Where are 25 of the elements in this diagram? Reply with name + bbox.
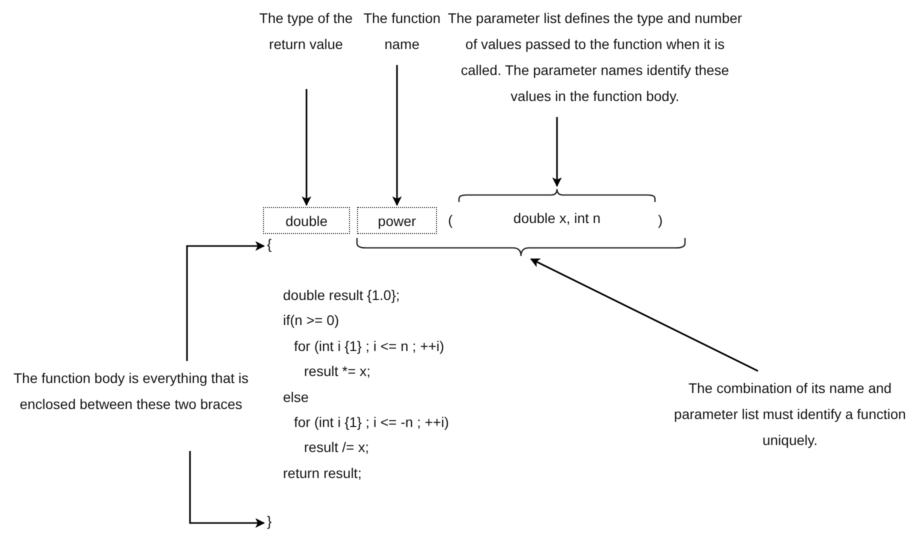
code-text: } bbox=[267, 513, 281, 533]
code-text: double x, int n bbox=[512, 210, 602, 226]
arrow bbox=[302, 89, 312, 206]
code-line: result /= x; bbox=[304, 438, 369, 457]
code-line: double result {1.0}; bbox=[283, 286, 400, 305]
curly-brace bbox=[356, 238, 686, 256]
code-line: return result; bbox=[283, 464, 362, 483]
code-line: for (int i {1} ; i <= n ; ++i) bbox=[294, 337, 444, 356]
arrow bbox=[189, 451, 265, 528]
arrow bbox=[186, 241, 265, 361]
arrow bbox=[530, 258, 758, 372]
annotation-text: The combination of its name and parameter list must identify a function uniquely. bbox=[672, 375, 908, 457]
parenthesis: ) bbox=[658, 211, 663, 230]
annotation-text: The type of the return value bbox=[258, 5, 354, 85]
code-line: else bbox=[283, 388, 309, 407]
code-line: result *= x; bbox=[304, 362, 371, 381]
code-line: for (int i {1} ; i <= -n ; ++i) bbox=[294, 413, 449, 432]
code-text: { bbox=[267, 236, 281, 256]
arrow bbox=[392, 65, 402, 206]
arrow bbox=[552, 117, 562, 187]
code-line: if(n >= 0) bbox=[283, 311, 340, 330]
return-type-box: double bbox=[263, 207, 350, 234]
annotation-text: The function body is everything that is enclosed between these two braces bbox=[5, 365, 257, 447]
function-name-box: power bbox=[357, 207, 437, 234]
parenthesis: ( bbox=[448, 211, 453, 230]
